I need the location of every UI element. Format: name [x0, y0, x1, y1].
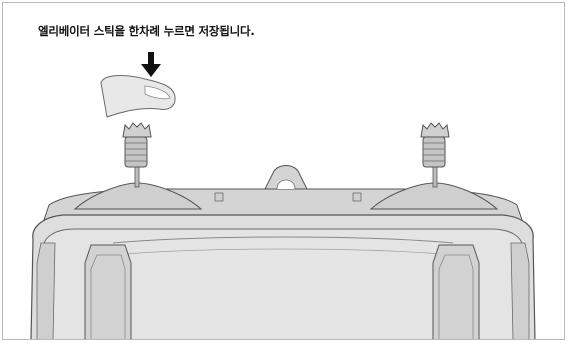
- instruction-text: 엘리베이터 스틱을 한차례 누르면 저장됩니다.: [38, 24, 255, 38]
- instruction-panel: 엘리베이터 스틱을 한차례 누르면 저장됩니다.: [2, 2, 565, 340]
- down-arrow-icon: [141, 52, 161, 77]
- transmitter-illustration: [30, 52, 536, 339]
- left-stick-icon: [122, 122, 152, 188]
- right-stick-icon: [420, 122, 450, 188]
- finger-icon: [100, 75, 176, 118]
